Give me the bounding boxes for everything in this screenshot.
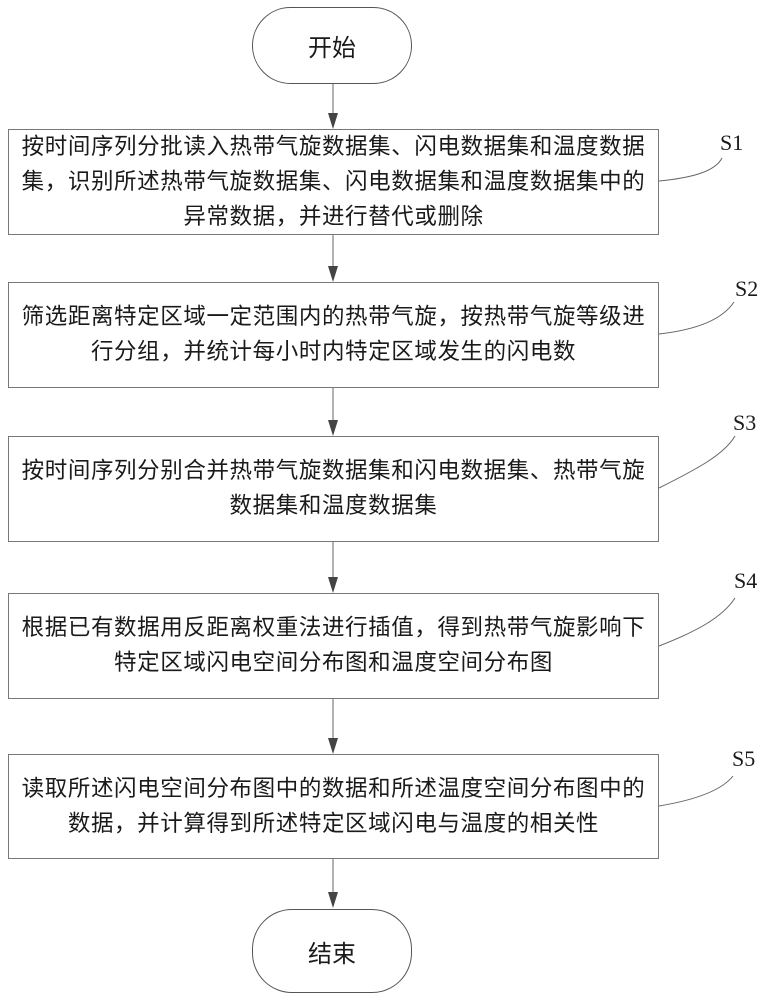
step-box-s3: 按时间序列分别合并热带气旋数据集和闪电数据集、热带气旋数据集和温度数据集 xyxy=(8,436,659,542)
step-text-s2: 筛选距离特定区域一定范围内的热带气旋，按热带气旋等级进行分组，并统计每小时内特定… xyxy=(21,304,646,365)
arrowhead-s1-to-s2 xyxy=(328,266,338,282)
step-text-s4: 根据已有数据用反距离权重法进行插值，得到热带气旋影响下特定区域闪电空间分布图和温… xyxy=(21,615,646,676)
step-label-s3: S3 xyxy=(733,410,757,435)
step-box-s1: 按时间序列分批读入热带气旋数据集、闪电数据集和温度数据集，识别所述热带气旋数据集… xyxy=(8,129,659,235)
leader-line-s1 xyxy=(658,157,723,182)
arrowhead-s5-to-end xyxy=(328,892,338,908)
step-text-s5: 读取所述闪电空间分布图中的数据和所述温度空间分布图中的数据，并计算得到所述特定区… xyxy=(21,775,646,837)
step-box-s5: 读取所述闪电空间分布图中的数据和所述温度空间分布图中的数据，并计算得到所述特定区… xyxy=(8,754,659,859)
end-terminal: 结束 xyxy=(252,909,412,993)
step-label-s4: S4 xyxy=(734,568,758,593)
start-terminal: 开始 xyxy=(252,7,412,84)
arrowhead-s2-to-s3 xyxy=(328,420,338,436)
step-text-s1: 按时间序列分批读入热带气旋数据集、闪电数据集和温度数据集，识别所述热带气旋数据集… xyxy=(21,133,646,230)
arrowhead-s3-to-s4 xyxy=(328,577,338,593)
step-label-s2: S2 xyxy=(735,276,759,301)
step-label-s5: S5 xyxy=(732,746,756,771)
end-label: 结束 xyxy=(308,939,356,968)
start-label: 开始 xyxy=(308,34,356,62)
leader-line-s3 xyxy=(658,435,736,489)
leader-line-s4 xyxy=(658,597,736,647)
step-box-s2: 筛选距离特定区域一定范围内的热带气旋，按热带气旋等级进行分组，并统计每小时内特定… xyxy=(8,282,659,388)
leader-line-s2 xyxy=(658,301,735,335)
step-text-s3: 按时间序列分别合并热带气旋数据集和闪电数据集、热带气旋数据集和温度数据集 xyxy=(21,458,646,519)
arrowhead-s4-to-s5 xyxy=(328,738,338,754)
leader-line-s5 xyxy=(658,775,734,807)
step-label-s1: S1 xyxy=(720,130,744,155)
arrowhead-start-to-s1 xyxy=(328,113,338,129)
step-box-s4: 根据已有数据用反距离权重法进行插值，得到热带气旋影响下特定区域闪电空间分布图和温… xyxy=(8,593,659,699)
